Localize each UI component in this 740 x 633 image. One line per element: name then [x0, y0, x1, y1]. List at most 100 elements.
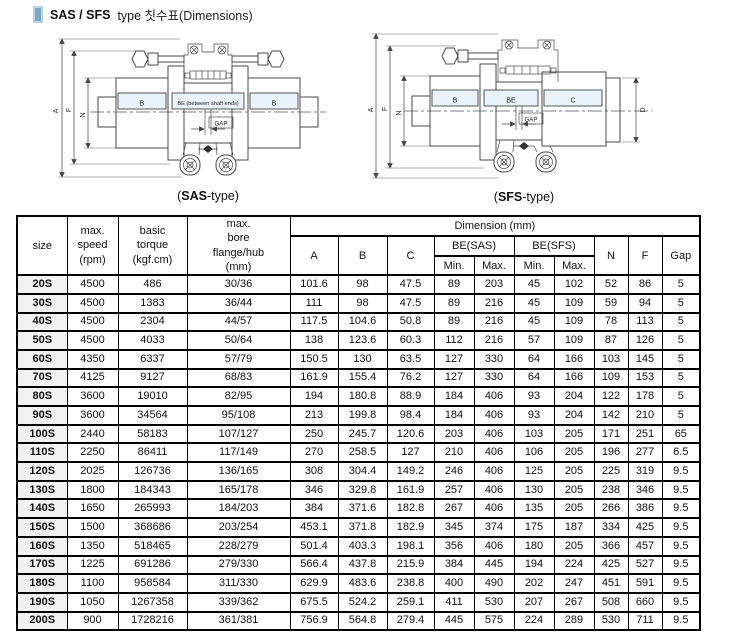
value-cell: 52 — [593, 274, 629, 295]
value-cell: 258.5 — [337, 442, 388, 464]
value-cell: 87 — [593, 330, 629, 351]
value-cell: 205 — [553, 479, 595, 501]
size-cell: 20S — [16, 274, 68, 295]
value-cell: 93 — [513, 405, 555, 426]
size-cell: 100S — [16, 423, 68, 445]
value-cell: 356 — [433, 535, 475, 557]
value-cell: 711 — [627, 610, 663, 632]
value-cell: 86 — [627, 274, 663, 295]
value-cell: 445 — [433, 610, 475, 632]
value-cell: 65 — [661, 423, 701, 445]
header-c: C — [386, 234, 435, 277]
value-cell: 246 — [433, 461, 475, 482]
value-cell: 4125 — [66, 367, 119, 389]
value-cell: 194 — [513, 554, 555, 576]
value-cell: 425 — [593, 554, 629, 576]
value-cell: 5 — [661, 274, 701, 295]
value-cell: 205 — [553, 423, 595, 445]
value-cell: 9.5 — [661, 517, 701, 538]
value-cell: 224 — [513, 610, 555, 632]
value-cell: 5 — [661, 386, 701, 407]
value-cell: 109 — [553, 292, 595, 314]
value-cell: 47.5 — [386, 292, 435, 314]
value-cell: 384 — [433, 554, 475, 576]
sfs-drawing-svg: A F N D — [368, 33, 652, 179]
sfs-band-b: B — [453, 98, 458, 105]
sfs-left-bolt-icon — [441, 47, 459, 65]
size-cell: 190S — [16, 591, 68, 613]
sas-caption: (SAS-type) — [177, 189, 239, 203]
value-cell: 45 — [513, 311, 555, 333]
value-cell: 187 — [553, 517, 595, 538]
value-cell: 184 — [433, 405, 475, 426]
value-cell: 451 — [593, 573, 629, 594]
value-cell: 238.8 — [386, 573, 435, 594]
value-cell: 112 — [433, 330, 475, 351]
size-cell: 170S — [16, 554, 68, 576]
size-cell: 70S — [16, 367, 68, 389]
value-cell: 345 — [433, 517, 475, 538]
header-be-sfs-max: Max. — [553, 255, 595, 277]
value-cell: 530 — [593, 610, 629, 632]
value-cell: 82/95 — [186, 386, 291, 407]
value-cell: 98 — [337, 274, 388, 295]
header-n: N — [593, 234, 629, 277]
value-cell: 145 — [627, 348, 663, 370]
value-cell: 339/362 — [186, 591, 291, 613]
sas-dim-label-n: N — [80, 112, 87, 117]
value-cell: 9.5 — [661, 554, 701, 576]
value-cell: 126 — [627, 330, 663, 351]
value-cell: 178 — [627, 386, 663, 407]
value-cell: 5 — [661, 292, 701, 314]
value-cell: 406 — [473, 423, 515, 445]
header-max-bore: max. bore flange/hub (mm) — [186, 214, 291, 277]
value-cell: 5 — [661, 405, 701, 426]
value-cell: 30/36 — [186, 274, 291, 295]
value-cell: 136/165 — [186, 461, 291, 482]
value-cell: 182.8 — [386, 498, 435, 520]
value-cell: 203/254 — [186, 517, 291, 538]
header-be-sas-max: Max. — [473, 255, 515, 277]
value-cell: 265993 — [117, 498, 188, 520]
value-cell: 304.4 — [337, 461, 388, 482]
sas-band-be: BE (between shaft ends) — [177, 101, 238, 107]
value-cell: 334 — [593, 517, 629, 538]
size-cell: 80S — [16, 386, 68, 407]
value-cell: 103 — [593, 348, 629, 370]
value-cell: 166 — [553, 367, 595, 389]
value-cell: 406 — [473, 386, 515, 407]
page-title-rest: type 칫수표(Dimensions) — [117, 9, 253, 23]
value-cell: 153 — [627, 367, 663, 389]
value-cell: 279/330 — [186, 554, 291, 576]
value-cell: 86411 — [117, 442, 188, 464]
value-cell: 205 — [553, 498, 595, 520]
value-cell: 126736 — [117, 461, 188, 482]
value-cell: 109 — [553, 330, 595, 351]
value-cell: 9.5 — [661, 479, 701, 501]
value-cell: 150.5 — [289, 348, 339, 370]
sfs-center-diamond-icon — [519, 142, 529, 150]
value-cell: 1728216 — [117, 610, 188, 632]
value-cell: 406 — [473, 479, 515, 501]
value-cell: 5 — [661, 311, 701, 333]
value-cell: 68/83 — [186, 367, 291, 389]
value-cell: 228/279 — [186, 535, 291, 557]
value-cell: 403.3 — [337, 535, 388, 557]
value-cell: 44/57 — [186, 311, 291, 333]
value-cell: 660 — [627, 591, 663, 613]
value-cell: 453.1 — [289, 517, 339, 538]
value-cell: 9127 — [117, 367, 188, 389]
value-cell: 5 — [661, 348, 701, 370]
sas-drawing-svg: A F N — [53, 38, 326, 178]
value-cell: 257 — [433, 479, 475, 501]
value-cell: 155.4 — [337, 367, 388, 389]
value-cell: 564.8 — [337, 610, 388, 632]
